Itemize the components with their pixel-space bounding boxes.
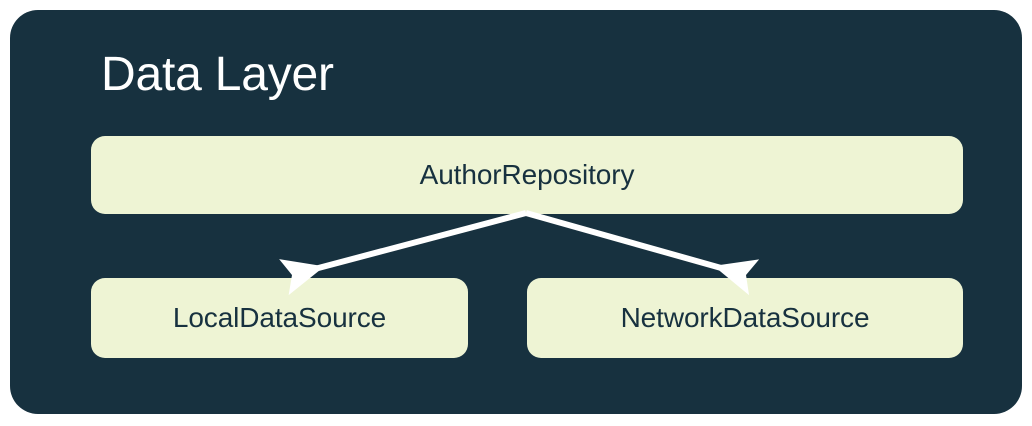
- node-author-repository[interactable]: AuthorRepository: [91, 136, 963, 214]
- node-label-local-data-source: LocalDataSource: [172, 302, 387, 333]
- page-title: Data Layer: [101, 48, 334, 101]
- node-label-author-repository: AuthorRepository: [419, 159, 635, 190]
- node-local-data-source[interactable]: LocalDataSource: [91, 278, 468, 358]
- node-label-network-data-source: NetworkDataSource: [620, 302, 870, 333]
- node-network-data-source[interactable]: NetworkDataSource: [527, 278, 963, 358]
